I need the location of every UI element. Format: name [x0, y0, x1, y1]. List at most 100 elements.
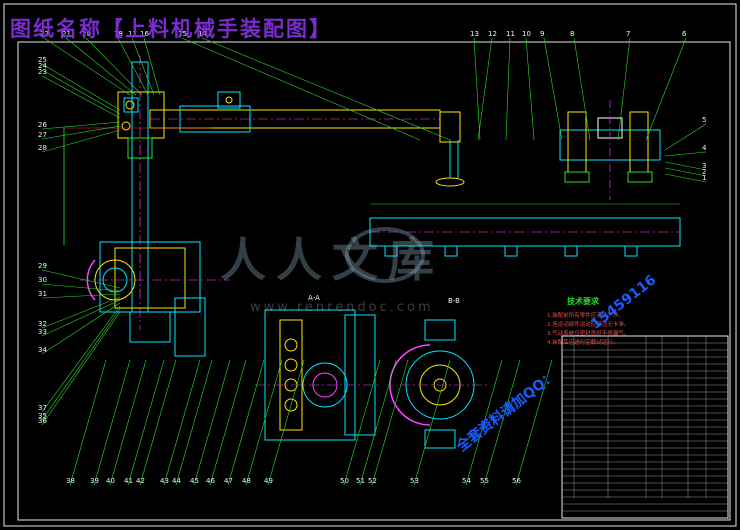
leader-line — [41, 296, 121, 329]
leader-line — [131, 37, 155, 96]
leader-line — [41, 293, 121, 299]
leader-line — [193, 359, 231, 486]
part-number-label: 1 — [702, 174, 706, 182]
leader-line — [43, 37, 131, 96]
leader-line — [139, 359, 177, 486]
part-number-label: 52 — [368, 477, 377, 485]
leader-line — [515, 359, 553, 486]
leader-line — [664, 167, 707, 177]
watermark-logo-icon — [345, 227, 425, 283]
note-line: 1.装配前所有零件应清洗干净。 — [547, 313, 624, 319]
part-number-label: 40 — [106, 477, 115, 485]
leader-line — [245, 359, 283, 486]
part-number-label: 5 — [702, 116, 706, 124]
drawing-title: 图纸名称【上料机械手装配图】 — [10, 16, 332, 41]
part-number-label: 20 — [82, 30, 91, 38]
part-number-label: 18 — [114, 30, 123, 38]
watermark-logo: 人人文库 — [220, 220, 500, 290]
leader-line — [227, 359, 265, 486]
technical-requirements: 技术要求 1.装配前所有零件应清洗干净。 2.各运动部件运动应灵活无卡滞。 3.… — [547, 296, 687, 347]
leader-line — [41, 129, 121, 153]
part-number-label: 34 — [38, 346, 47, 354]
section-a-a — [255, 309, 380, 441]
note-line: 4.装配后应进行空载试运行。 — [547, 340, 619, 346]
part-number-label: 47 — [224, 477, 233, 485]
leader-line — [93, 359, 131, 486]
part-number-label: 23 — [38, 68, 47, 76]
part-number-label: 22 — [40, 30, 49, 38]
part-number-label: 9 — [540, 30, 544, 38]
leader-line — [117, 37, 149, 96]
part-number-label: 2 — [702, 168, 706, 176]
part-number-label: 39 — [90, 477, 99, 485]
part-number-label: 41 — [124, 477, 133, 485]
leader-line — [41, 125, 121, 140]
leader-line — [127, 359, 165, 486]
part-number-label: 15 — [178, 30, 187, 38]
part-number-label: 8 — [570, 30, 574, 38]
outer-border — [3, 3, 737, 527]
leader-line — [525, 37, 535, 141]
leader-line — [473, 37, 481, 141]
part-number-label: 28 — [38, 144, 47, 152]
leader-line — [477, 37, 493, 141]
leader-line — [343, 359, 381, 486]
leader-line — [109, 359, 147, 486]
part-number-label: 31 — [38, 290, 47, 298]
leader-line — [505, 37, 511, 141]
leader-line — [175, 359, 213, 486]
part-number-label: 50 — [340, 477, 349, 485]
part-number-label: 26 — [38, 121, 47, 129]
leader-lines — [41, 37, 707, 486]
part-number-label: 10 — [522, 30, 531, 38]
note-line: 3.气动系统应密封良好不得漏气。 — [547, 331, 630, 337]
note-line: 2.各运动部件运动应灵活无卡滞。 — [547, 322, 630, 328]
leader-line — [413, 359, 451, 486]
leader-line — [664, 161, 707, 171]
leader-line — [41, 299, 121, 337]
leader-line — [85, 37, 143, 96]
part-number-label: 27 — [38, 131, 47, 139]
part-number-label: 35 — [38, 412, 47, 420]
leader-line — [65, 37, 137, 96]
part-number-label: 32 — [38, 320, 47, 328]
part-number-label: 55 — [480, 477, 489, 485]
part-number-label: 16 — [140, 30, 149, 38]
part-number-label: 48 — [242, 477, 251, 485]
part-number-label: 36 — [38, 417, 47, 425]
part-number-label: 4 — [702, 144, 707, 152]
leader-line — [181, 37, 421, 141]
part-number-label: 45 — [190, 477, 199, 485]
vertical-column — [63, 55, 210, 330]
leader-line — [41, 311, 121, 426]
part-number-label: 13 — [470, 30, 479, 38]
part-number-label: 12 — [488, 30, 497, 38]
part-number-label: 11 — [506, 30, 515, 38]
leader-line — [543, 37, 563, 141]
leader-line — [143, 37, 161, 96]
leader-line — [267, 359, 305, 486]
section-label-a: A-A — [308, 294, 320, 302]
leader-line — [664, 123, 707, 151]
part-number-label: 42 — [136, 477, 145, 485]
leader-line — [201, 37, 451, 141]
part-number-label: 43 — [160, 477, 169, 485]
part-number-label: 49 — [264, 477, 273, 485]
leader-line — [69, 359, 107, 486]
inner-border — [17, 41, 731, 521]
leader-line — [664, 151, 707, 157]
part-number-label: 54 — [462, 477, 471, 485]
leader-line — [41, 283, 121, 292]
leader-line — [465, 359, 503, 486]
leader-line — [41, 305, 121, 413]
conveyor-section — [369, 203, 681, 257]
section-label-b: B-B — [448, 297, 460, 305]
leader-line — [359, 359, 397, 486]
part-number-label: 44 — [172, 477, 181, 485]
leader-line — [41, 302, 121, 355]
watermark-brand: 人人文库 — [220, 233, 444, 287]
part-number-label: 38 — [66, 477, 75, 485]
